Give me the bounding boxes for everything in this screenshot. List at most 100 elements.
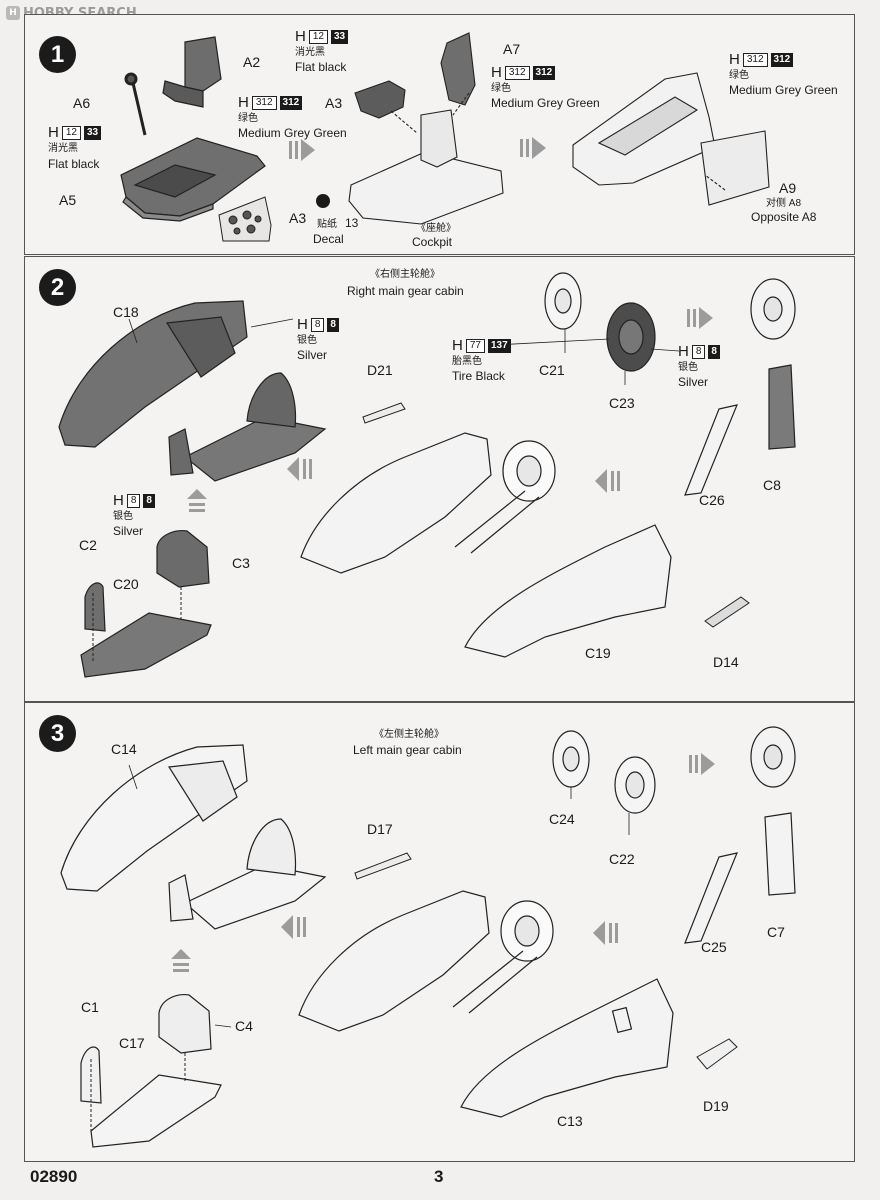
part-c24-hub — [552, 730, 590, 788]
part-label-c21: C21 — [539, 362, 565, 378]
main-gear-cabin-assembly — [300, 432, 672, 658]
part-label-c4: C4 — [235, 1018, 253, 1034]
part-c21-hub — [544, 272, 582, 330]
part-c18-floor — [168, 372, 327, 482]
paint-callout-flat-black-2: H 12 33 — [295, 28, 349, 45]
paint-callout-tire-black: H 77 137 — [452, 337, 511, 354]
paint-cn: 绿色 — [491, 83, 511, 94]
part-label-c24: C24 — [549, 811, 575, 827]
part-label-d21: D21 — [367, 362, 393, 378]
part-a6-stick — [124, 72, 147, 136]
step-arrow-icon — [520, 137, 546, 159]
paint-en: Tire Black — [452, 369, 505, 383]
part-c17-sub — [80, 994, 222, 1148]
step-2-panel: 2 《右侧主轮舱》 Right main gear cabin — [24, 256, 855, 702]
step-1-illustration — [120, 32, 770, 242]
part-a3-panel — [218, 196, 272, 242]
part-d17 — [354, 852, 412, 880]
cockpit-en: Cockpit — [412, 235, 453, 249]
part-label-a3: A3 — [289, 210, 307, 226]
left-arrow-icon — [593, 921, 618, 945]
part-label-d19: D19 — [703, 1098, 729, 1114]
up-arrow-icon — [171, 949, 191, 972]
part-label-c14: C14 — [111, 741, 137, 757]
decal-cn: 贴纸 — [317, 219, 337, 230]
part-d19 — [696, 1038, 738, 1070]
step-2-illustration — [58, 272, 796, 678]
part-label-c19: C19 — [585, 645, 611, 661]
paint-en: Silver — [678, 375, 709, 389]
part-label-d14: D14 — [713, 654, 739, 670]
part-c14-wall — [60, 744, 248, 892]
part-c20-sub — [80, 530, 212, 678]
step-3-illustration — [60, 726, 796, 1148]
part-c23-tire — [606, 302, 656, 372]
decal-en: Decal — [313, 232, 344, 246]
part-label-c22: C22 — [609, 851, 635, 867]
left-arrow-icon — [595, 469, 620, 493]
paint-cn: 消光黑 — [295, 47, 325, 58]
part-c22-wheel — [614, 756, 656, 814]
step-title-cn: 《右侧主轮舱》 — [370, 269, 440, 280]
paint-callout-medium-grey-green-3: H 312 312 — [729, 51, 794, 68]
step-arrow-icon — [687, 307, 713, 329]
step-title-en: Left main gear cabin — [353, 743, 462, 757]
part-label-c23: C23 — [609, 395, 635, 411]
paint-callout-flat-black: H 12 33 — [48, 124, 102, 141]
part-label-a5: A5 — [59, 192, 77, 208]
part-d21 — [362, 402, 406, 424]
paint-en: Medium Grey Green — [491, 96, 600, 110]
product-code: 02890 — [30, 1167, 78, 1186]
opposite-cn: 对侧 A8 — [766, 198, 802, 209]
gear-strut-assembly — [684, 726, 796, 944]
paint-callout-medium-grey-green-2: H 312 312 — [491, 64, 556, 81]
paint-cn: 消光黑 — [48, 143, 78, 154]
cockpit-assembly-middle — [348, 32, 504, 225]
part-label-a9: A9 — [779, 180, 797, 196]
step-number: 1 — [39, 36, 76, 73]
paint-cn: 绿色 — [238, 113, 258, 124]
part-label-d17: D17 — [367, 821, 393, 837]
part-label-a2: A2 — [243, 54, 261, 70]
part-c14-floor — [168, 818, 327, 930]
step-title-cn: 《左侧主轮舱》 — [374, 729, 444, 740]
paint-en: Flat black — [295, 60, 347, 74]
paint-cn: 银色 — [678, 362, 698, 373]
part-a2-seat — [162, 36, 222, 108]
part-label-c1: C1 — [81, 999, 99, 1015]
gear-strut-assembly — [684, 278, 796, 496]
part-label-c3: C3 — [232, 555, 250, 571]
main-gear-cabin-assembly — [298, 890, 674, 1118]
hobby-search-logo-icon: H — [6, 6, 20, 20]
paint-callout-silver-2: H 8 8 — [113, 492, 155, 509]
part-label-a6: A6 — [73, 95, 91, 111]
step-arrow-icon — [689, 753, 715, 775]
up-arrow-icon — [187, 489, 207, 512]
part-label-c7: C7 — [767, 924, 785, 940]
paint-en: Silver — [113, 524, 144, 538]
paint-callout-silver: H 8 8 — [297, 316, 339, 333]
paint-en: Flat black — [48, 157, 100, 171]
part-a5-floor — [120, 137, 266, 222]
part-label-a3-upper: A3 — [325, 95, 343, 111]
part-label-c18: C18 — [113, 304, 139, 320]
part-label-c20: C20 — [113, 576, 139, 592]
paint-cn: 胎黑色 — [452, 356, 482, 367]
part-d14 — [704, 596, 750, 628]
step-number: 2 — [39, 269, 76, 306]
left-arrow-icon — [287, 457, 312, 481]
decal-icon — [316, 194, 330, 208]
step-title-en: Right main gear cabin — [347, 284, 464, 298]
part-label-c26: C26 — [699, 492, 725, 508]
paint-callout-silver-3: H 8 8 — [678, 343, 720, 360]
part-label-c2: C2 — [79, 537, 97, 553]
paint-en: Medium Grey Green — [238, 126, 347, 140]
left-arrow-icon — [281, 915, 306, 939]
step-arrow-icon — [289, 139, 315, 161]
part-label-c8: C8 — [763, 477, 781, 493]
decal-number: 13 — [345, 216, 359, 230]
opposite-en: Opposite A8 — [751, 210, 817, 224]
cockpit-assembly-finished — [572, 72, 770, 206]
paint-en: Silver — [297, 348, 328, 362]
